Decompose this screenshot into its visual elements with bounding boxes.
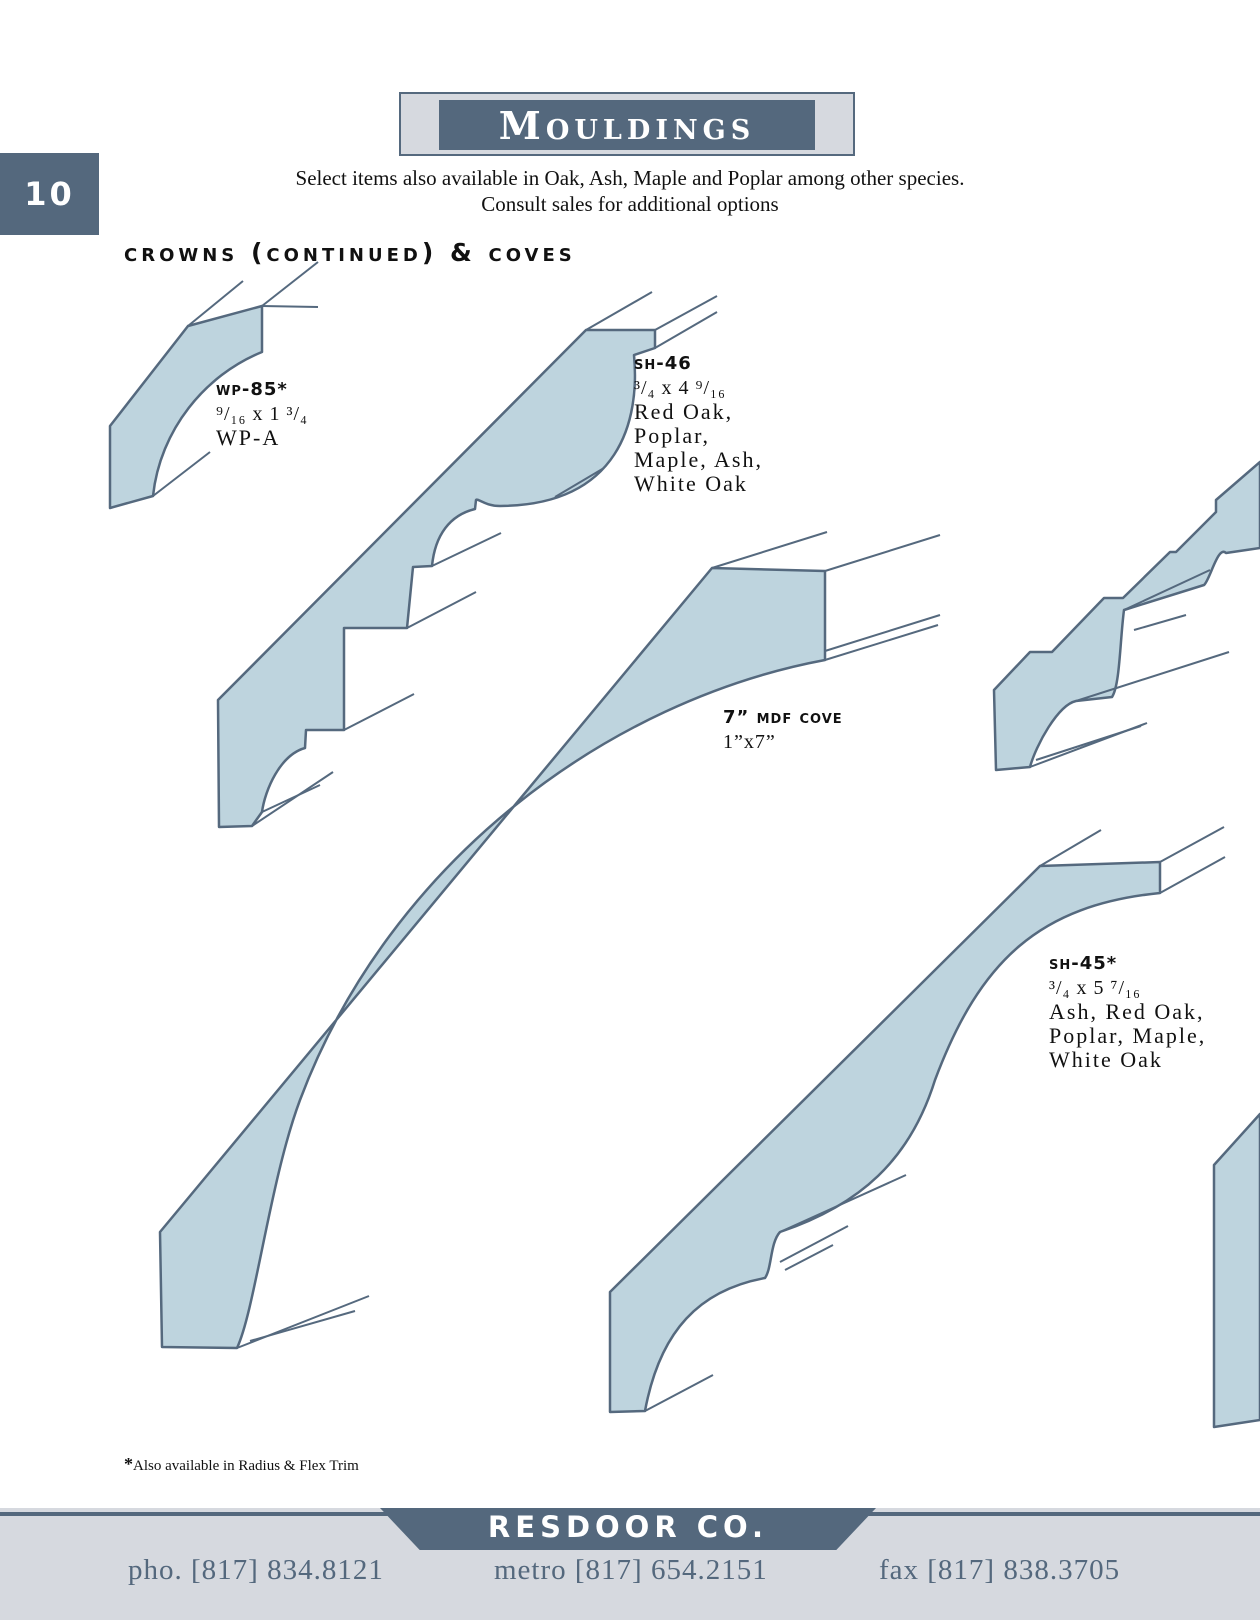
fax-number: fax [817] 838.3705 (879, 1554, 1121, 1586)
footnote-text: Also available in Radius & Flex Trim (133, 1458, 359, 1474)
sh-46-label: sh-46 ³/₄ x 4 ⁹/₁₆ Red Oak, Poplar, Mapl… (634, 352, 763, 496)
title-banner: Mouldings (399, 92, 855, 156)
sh-45-species-1: Ash, Red Oak, (1049, 999, 1205, 1024)
section-heading: crowns (continued) & coves (124, 238, 576, 267)
sh-45-profile (608, 860, 1162, 1414)
sh-46-species-2: Poplar, (634, 423, 711, 448)
wp-85-label: wp-85* ⁹/₁₆ x 1 ³/₄ WP-A (216, 378, 308, 450)
sh-46-profile (216, 328, 657, 829)
sh-46-species-4: White Oak (634, 471, 748, 496)
brand-name: RESDOOR CO. (487, 1510, 769, 1544)
metro-number: metro [817] 654.2151 (494, 1554, 768, 1586)
subtitle-line-1: Select items also available in Oak, Ash,… (295, 166, 965, 190)
footnote: *Also available in Radius & Flex Trim (124, 1454, 359, 1475)
sh-46-size: ³/₄ x 4 ⁹/₁₆ (634, 377, 726, 399)
mdf-cove-label: 7” mdf cove 1”x7” (723, 706, 843, 754)
cropped-right-profile (1212, 1112, 1260, 1429)
mdf-cove-code: 7” mdf cove (723, 707, 843, 728)
brand-banner (380, 1508, 876, 1550)
sh-45-size: ³/₄ x 5 ⁷/₁₆ (1049, 977, 1141, 999)
phone-number: pho. [817] 834.8121 (128, 1554, 384, 1586)
sh-45-species-3: White Oak (1049, 1047, 1163, 1072)
wp-85-size: ⁹/₁₆ x 1 ³/₄ (216, 403, 308, 425)
sh-46-species-3: Maple, Ash, (634, 447, 763, 472)
sh-45-species-2: Poplar, Maple, (1049, 1023, 1207, 1048)
sh-46-code: sh-46 (634, 353, 692, 374)
wp-85-code: wp-85* (216, 379, 288, 400)
footnote-star: * (124, 1454, 133, 1474)
page-title: Mouldings (439, 100, 815, 150)
wp-85-detail: WP-A (216, 425, 281, 450)
mdf-cove-size: 1”x7” (723, 731, 776, 753)
sh-45-code: sh-45* (1049, 953, 1118, 974)
sh-45-label: sh-45* ³/₄ x 5 ⁷/₁₆ Ash, Red Oak, Poplar… (1049, 952, 1206, 1072)
subtitle-line-2: Consult sales for additional options (481, 192, 779, 216)
page-number-tab: 10 (0, 153, 99, 235)
mdf-cove-profile (158, 566, 827, 1350)
cropped-crown-profile (992, 460, 1260, 772)
sh-46-species-1: Red Oak, (634, 399, 734, 424)
wp-85-profile (108, 304, 264, 510)
